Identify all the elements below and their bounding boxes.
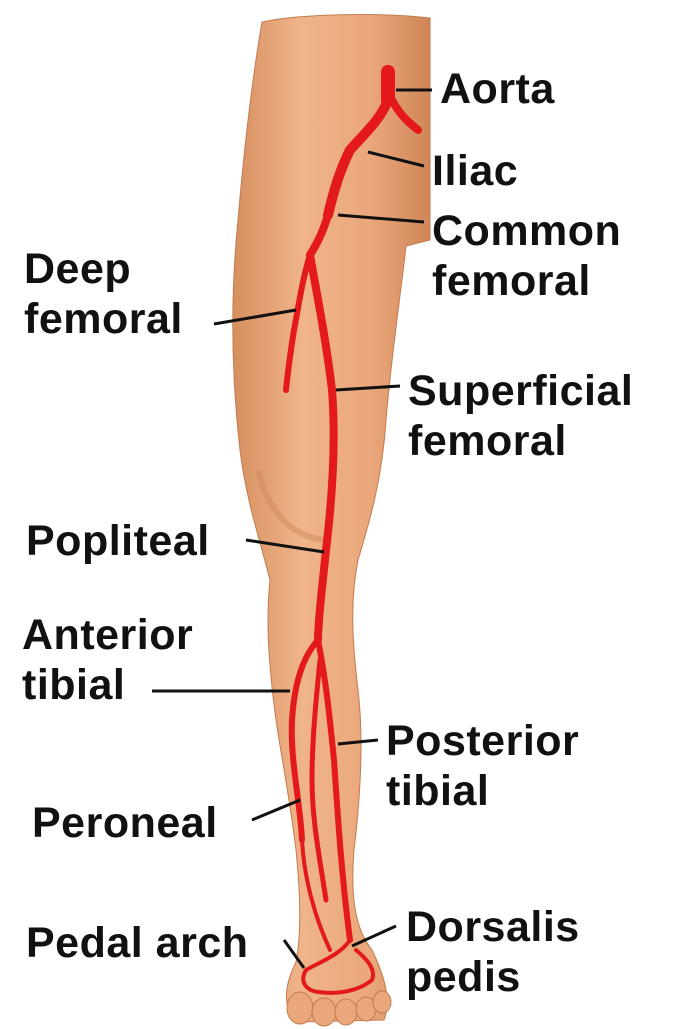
- label-dorsalis-pedis: Dorsalis pedis: [406, 902, 580, 1002]
- label-deep-femoral: Deep femoral: [24, 244, 183, 344]
- label-popliteal: Popliteal: [26, 517, 210, 565]
- label-common-femoral: Common femoral: [432, 206, 621, 306]
- leader-lines: [152, 88, 432, 969]
- iliac-branch-vessel: [388, 96, 422, 134]
- label-posterior-tibial-line2: tibial: [386, 767, 490, 815]
- iliac-vessel: [323, 95, 393, 220]
- label-deep-femoral-line1: Deep: [24, 245, 132, 293]
- label-dorsalis-pedis-line2: pedis: [406, 953, 521, 1001]
- pedal-arch-leader: [282, 939, 306, 969]
- label-iliac: Iliac: [432, 147, 519, 195]
- label-common-femoral-line1: Common: [432, 207, 622, 255]
- label-dorsalis-pedis-line1: Dorsalis: [406, 903, 580, 951]
- superficial-femoral-vessel: [306, 251, 338, 644]
- anterior-tibial-vessel: [288, 637, 321, 843]
- label-pedal-arch: Pedal arch: [26, 919, 249, 967]
- label-superficial-femoral-line1: Superficial: [408, 367, 634, 415]
- superficial-femoral-leader: [335, 384, 401, 392]
- popliteal-leader: [245, 538, 325, 554]
- label-anterior-tibial: Anterior tibial: [22, 610, 193, 710]
- label-posterior-tibial-line1: Posterior: [386, 717, 580, 765]
- label-common-femoral-line2: femoral: [432, 257, 591, 305]
- deep-femoral-vessel: [283, 252, 313, 393]
- dorsalis-pedis-leader: [351, 924, 397, 948]
- label-anterior-tibial-line2: tibial: [22, 661, 126, 709]
- label-superficial-femoral: Superficial femoral: [408, 366, 633, 466]
- label-anterior-tibial-line1: Anterior: [22, 611, 194, 659]
- label-deep-femoral-line2: femoral: [24, 295, 183, 343]
- pedal-arch-vessel: [301, 938, 375, 995]
- iliac-leader: [367, 150, 425, 168]
- common-femoral-leader: [337, 213, 425, 224]
- label-aorta: Aorta: [440, 65, 555, 113]
- artery-tree: [283, 65, 422, 995]
- deep-femoral-leader: [213, 308, 297, 326]
- label-superficial-femoral-line2: femoral: [408, 417, 567, 465]
- toes: [286, 990, 392, 1027]
- peroneal-vessel: [309, 657, 329, 903]
- dorsalis-pedis-vessel: [300, 838, 332, 952]
- peroneal-leader: [251, 798, 301, 822]
- posterior-tibial-leader: [337, 738, 379, 746]
- label-peroneal: Peroneal: [32, 799, 218, 847]
- posterior-tibial-vessel: [315, 637, 353, 943]
- label-posterior-tibial: Posterior tibial: [386, 716, 579, 816]
